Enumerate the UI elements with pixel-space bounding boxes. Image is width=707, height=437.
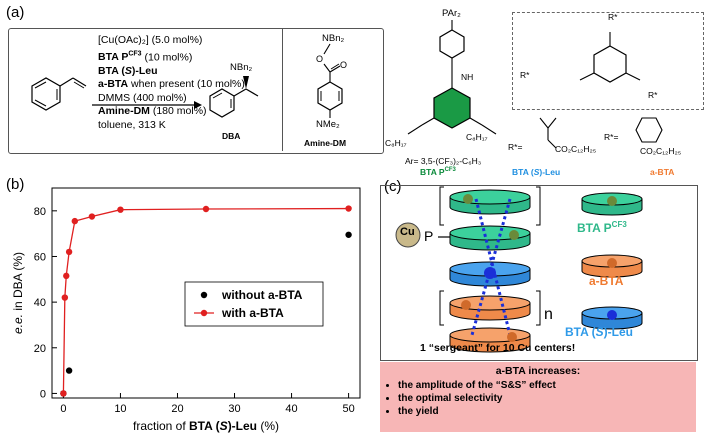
- effect-item: the optimal selectivity: [398, 392, 696, 405]
- x-tick-label: 30: [228, 403, 240, 415]
- ar-definition: Ar= 3,5-(CF₃)₂-C₆H₃: [405, 156, 482, 166]
- rstar-equals-abta: R*=: [604, 132, 619, 142]
- legend-leu: BTA (S)-Leu: [565, 325, 633, 339]
- y-tick-label: 80: [34, 206, 46, 218]
- abta-effects-box: a-BTA increases: the amplitude of the “S…: [380, 362, 696, 432]
- amine-top-group: NBn₂: [322, 33, 345, 44]
- chart-ticks: 0 10 20 30 40 50 0 20 40 60 80: [34, 206, 355, 415]
- helix-line-2: [474, 198, 512, 336]
- x-tick-label: 50: [342, 403, 354, 415]
- core-structure-box: [512, 12, 704, 110]
- data-point: [63, 272, 70, 280]
- data-point: [117, 206, 124, 213]
- bta-core-structure: [579, 32, 641, 83]
- data-point: [345, 205, 352, 212]
- legend-marker: [200, 309, 208, 317]
- amine-bottom-group: NMe₂: [316, 119, 340, 130]
- bta-pcf3-label: BTA PCF3: [420, 167, 456, 177]
- chart-series: [60, 205, 352, 397]
- legend-abta: a-BTA: [589, 274, 624, 288]
- effects-title: a-BTA increases:: [495, 365, 581, 377]
- chart-axes: [51, 187, 361, 399]
- svg-text:O: O: [340, 60, 347, 70]
- data-point: [60, 390, 67, 397]
- reaction-arrow: [92, 101, 202, 109]
- condition-pcf3: BTA PCF3 (10 mol%): [98, 50, 193, 64]
- svg-text:O: O: [316, 54, 323, 64]
- plot-frame: [51, 187, 361, 399]
- reaction-conditions: [Cu(OAc)₂] (5.0 mol%) BTA PCF3 (10 mol%)…: [98, 34, 245, 133]
- bta-pcf3-alkyl-left: C₈H₁₇: [385, 138, 407, 148]
- x-tick-label: 0: [60, 403, 66, 415]
- abta-sidechain-structure: [635, 117, 663, 143]
- amine-panel: [282, 29, 382, 151]
- panel-b-label: (b): [6, 176, 25, 193]
- phosphorus-label: P: [424, 228, 434, 244]
- leu-ester: CO₂C₁₂H₂₅: [555, 144, 597, 154]
- legend-entry: with a-BTA: [221, 306, 284, 320]
- data-point: [88, 213, 96, 220]
- data-point: [71, 217, 79, 225]
- stack-diagram: [395, 186, 643, 353]
- leu-sidechain-structure: [539, 117, 557, 149]
- x-tick-label: 40: [285, 403, 297, 415]
- cu-label: Cu: [400, 226, 415, 238]
- stack-diagram-box: [380, 185, 698, 361]
- bta-pcf3-structure: [407, 20, 497, 135]
- core-rstar-right: R*: [648, 90, 658, 100]
- y-tick-label: 60: [34, 251, 46, 263]
- data-point: [202, 205, 210, 213]
- x-tick-label: 10: [114, 403, 126, 415]
- bta-pcf3-top-group: PAr₂: [442, 8, 461, 19]
- leu-sphere: [484, 267, 496, 279]
- x-tick-label: 20: [171, 403, 183, 415]
- y-tick-label: 0: [40, 388, 46, 400]
- bta-pcf3-nh: NH: [461, 72, 474, 82]
- abta-ester: CO₂C₁₂H₂₅: [640, 146, 682, 156]
- rstar-equals-leu: R*=: [508, 142, 523, 152]
- legend-entry: without a-BTA: [221, 288, 303, 302]
- core-rstar-left: R*: [520, 70, 530, 80]
- condition-abta: a-BTA when present (10 mol%): [98, 78, 245, 91]
- amine-dm-label: Amine-DM: [304, 138, 347, 148]
- abta-label: a-BTA: [650, 167, 675, 177]
- dba-amine-group: NBn₂: [230, 62, 253, 73]
- legend-pcf3: BTA PCF3: [577, 220, 627, 235]
- condition-dmms: DMMS (400 mol%): [98, 91, 187, 104]
- legend-frame: [184, 281, 324, 327]
- ee-chart: 0 10 20 30 40 50 0 20 40 60 80 fraction of BTA (S)…: [11, 187, 361, 433]
- n-repeat-label: n: [544, 306, 553, 323]
- reaction-box: [8, 28, 384, 154]
- legend-marker: [200, 291, 208, 299]
- effects-list: the amplitude of the “S&S” effect the op…: [380, 379, 696, 418]
- x-axis-label: fraction of BTA (S)-Leu (%): [133, 419, 279, 433]
- data-point: [61, 294, 69, 301]
- dba-label: DBA: [222, 131, 241, 141]
- condition-leu: BTA (S)-Leu: [98, 64, 158, 77]
- dba-structure: [209, 76, 259, 118]
- chart-legend: without a-BTA with a-BTA: [184, 281, 324, 327]
- y-tick-label: 20: [34, 343, 46, 355]
- pcf3-sphere: [463, 194, 473, 204]
- data-point: [345, 231, 352, 238]
- bta-leu-label: BTA (S)-Leu: [512, 167, 561, 177]
- data-point: [65, 248, 73, 256]
- y-axis-label: e.e. in DBA (%): [11, 252, 25, 334]
- panel-a-label: (a): [6, 4, 25, 21]
- condition-cu: [Cu(OAc)₂] (5.0 mol%): [98, 34, 203, 46]
- effect-item: the yield: [398, 405, 696, 418]
- condition-solvent: toluene, 313 K: [98, 119, 166, 132]
- sergeant-caption: 1 “sergeant” for 10 Cu centers!: [420, 342, 576, 354]
- y-tick-label: 40: [34, 297, 46, 309]
- core-rstar-top: R*: [608, 12, 618, 22]
- amine-dm-structure: O O: [316, 43, 347, 118]
- bta-pcf3-alkyl-right: C₈H₁₇: [466, 132, 488, 142]
- data-point: [65, 367, 73, 374]
- cu-sphere: [395, 222, 421, 248]
- condition-amine: Amine-DM (180 mol%): [98, 105, 207, 118]
- panel-c-label: (c): [384, 178, 402, 195]
- effect-item: the amplitude of the “S&S” effect: [398, 379, 696, 392]
- styrene-structure: [31, 77, 87, 111]
